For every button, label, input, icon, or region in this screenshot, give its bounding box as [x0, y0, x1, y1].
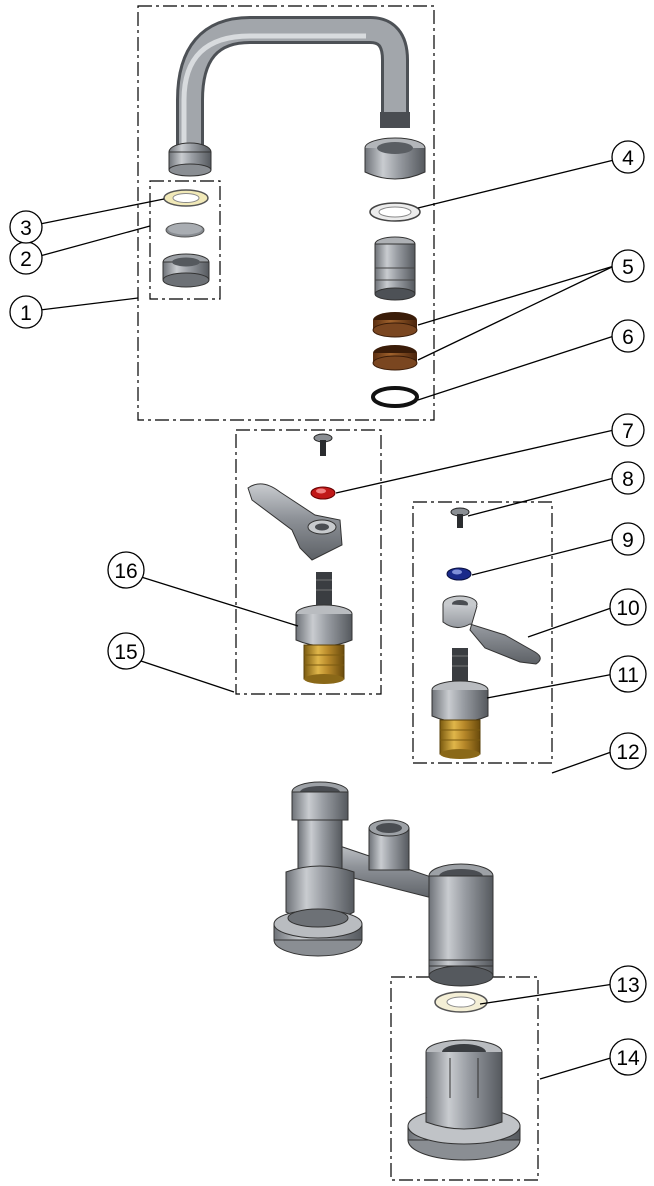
- leader-11: [486, 673, 615, 699]
- callout-3: 3: [9, 210, 43, 244]
- svg-text:1: 1: [20, 302, 32, 325]
- hot-index-button: [310, 486, 336, 500]
- svg-text:3: 3: [20, 217, 32, 240]
- leader-7: [335, 429, 615, 494]
- cold-index-button: [446, 567, 472, 581]
- hot-valve-cartridge: [295, 572, 353, 684]
- hot-valve-group-box: [235, 429, 382, 695]
- leader-13: [479, 983, 615, 1005]
- aerator-washer: [163, 189, 209, 207]
- svg-text:8: 8: [622, 468, 634, 491]
- spout-assembly-group-box: [137, 5, 435, 421]
- faucet-body: [273, 781, 494, 987]
- callout-5: 5: [611, 249, 645, 283]
- svg-text:14: 14: [616, 1047, 640, 1070]
- svg-text:9: 9: [622, 529, 634, 552]
- copper-seal-lower: [372, 345, 418, 371]
- leader-3: [39, 198, 165, 225]
- coupling-nut: [364, 137, 426, 180]
- svg-text:5: 5: [622, 256, 634, 279]
- cold-valve-group-box: [412, 501, 553, 764]
- aerator-group-box: [149, 180, 221, 300]
- svg-text:10: 10: [616, 597, 639, 620]
- svg-text:2: 2: [20, 248, 32, 271]
- flange-washer: [434, 991, 488, 1013]
- cold-handle-screw: [450, 507, 470, 528]
- callout-4: 4: [611, 140, 645, 174]
- callout-1: 1: [9, 295, 43, 329]
- leader-9: [471, 538, 615, 576]
- svg-text:13: 13: [616, 974, 639, 997]
- leader-1: [39, 297, 139, 311]
- leader-2: [39, 225, 151, 257]
- cold-lever-handle: [442, 595, 541, 665]
- leader-16: [137, 575, 299, 627]
- callout-13: 13: [609, 965, 647, 1003]
- aerator-screen: [165, 222, 205, 238]
- hot-handle-screw: [313, 433, 333, 456]
- svg-text:16: 16: [114, 560, 137, 583]
- callout-16: 16: [107, 551, 145, 589]
- aerator-body: [162, 253, 210, 288]
- leader-8: [467, 477, 615, 517]
- callout-14: 14: [609, 1038, 647, 1076]
- callout-7: 7: [611, 413, 645, 447]
- hot-lever-handle: [247, 483, 343, 561]
- callout-8: 8: [611, 461, 645, 495]
- leader-10: [527, 606, 615, 638]
- leader-12: [551, 750, 615, 774]
- callout-12: 12: [609, 732, 647, 770]
- callout-2: 2: [9, 241, 43, 275]
- callout-10: 10: [609, 588, 647, 626]
- callout-6: 6: [611, 319, 645, 353]
- leader-lines: [39, 159, 615, 1080]
- leader-5b: [417, 265, 615, 361]
- leader-6: [417, 335, 615, 401]
- callout-9: 9: [611, 522, 645, 556]
- copper-seal-upper: [372, 312, 418, 338]
- flange-nut: [407, 1039, 521, 1161]
- svg-text:7: 7: [622, 420, 634, 443]
- svg-text:12: 12: [616, 741, 639, 764]
- cold-valve-cartridge: [431, 648, 489, 759]
- svg-text:15: 15: [114, 641, 137, 664]
- callout-11: 11: [609, 655, 647, 693]
- spout-washer: [369, 202, 421, 222]
- callout-15: 15: [107, 632, 145, 670]
- svg-text:6: 6: [622, 326, 634, 349]
- spout-adapter-tube: [374, 236, 416, 301]
- o-ring: [371, 386, 419, 408]
- leader-14: [539, 1056, 615, 1080]
- svg-text:11: 11: [617, 664, 639, 687]
- spout-tube: [168, 15, 410, 177]
- svg-text:4: 4: [622, 147, 634, 170]
- leader-5a: [417, 265, 615, 326]
- leader-4: [417, 159, 615, 209]
- leader-15: [137, 659, 235, 693]
